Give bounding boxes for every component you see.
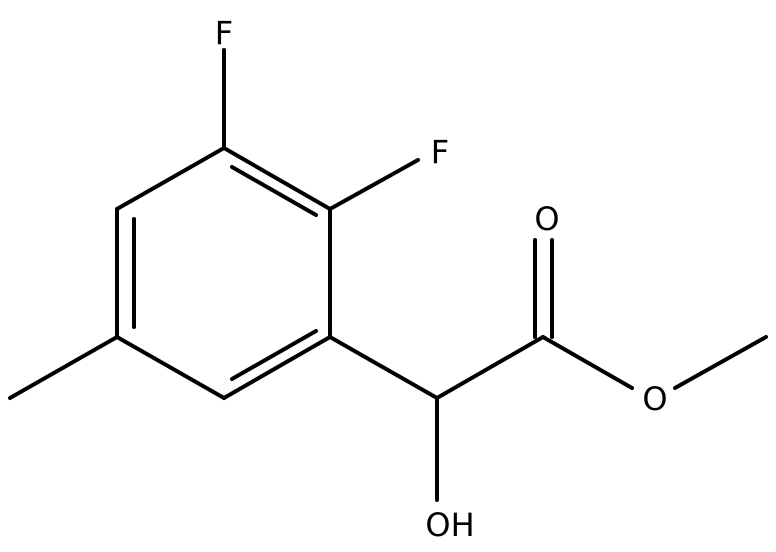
bond-c-f-right [328, 158, 420, 211]
bond-ester-oxygen-methyl [673, 335, 768, 390]
fluorine-right-label: F [431, 133, 449, 171]
ring-bond-c6-c1 [115, 146, 226, 211]
ring-bond-c4-c5 [115, 335, 226, 400]
bond-alpha-carbon-carbonyl [435, 335, 545, 400]
ring-bond-c1-c2 [222, 146, 332, 211]
bond-methyl [8, 335, 119, 400]
benzene-ring [115, 146, 332, 400]
ring-bond-c3-c4-inner [230, 329, 318, 381]
ester-oxygen-label: O [642, 380, 667, 418]
fluorine-top-label: F [215, 14, 233, 52]
bond-ring-alpha-carbon [328, 335, 439, 400]
hydroxyl-label: OH [425, 506, 474, 544]
carbonyl-oxygen-label: O [534, 200, 559, 238]
ring-bond-c3-c4 [222, 335, 332, 400]
ring-bond-c1-c2-inner [230, 165, 318, 217]
bond-carbonyl-ester-oxygen [541, 335, 634, 390]
